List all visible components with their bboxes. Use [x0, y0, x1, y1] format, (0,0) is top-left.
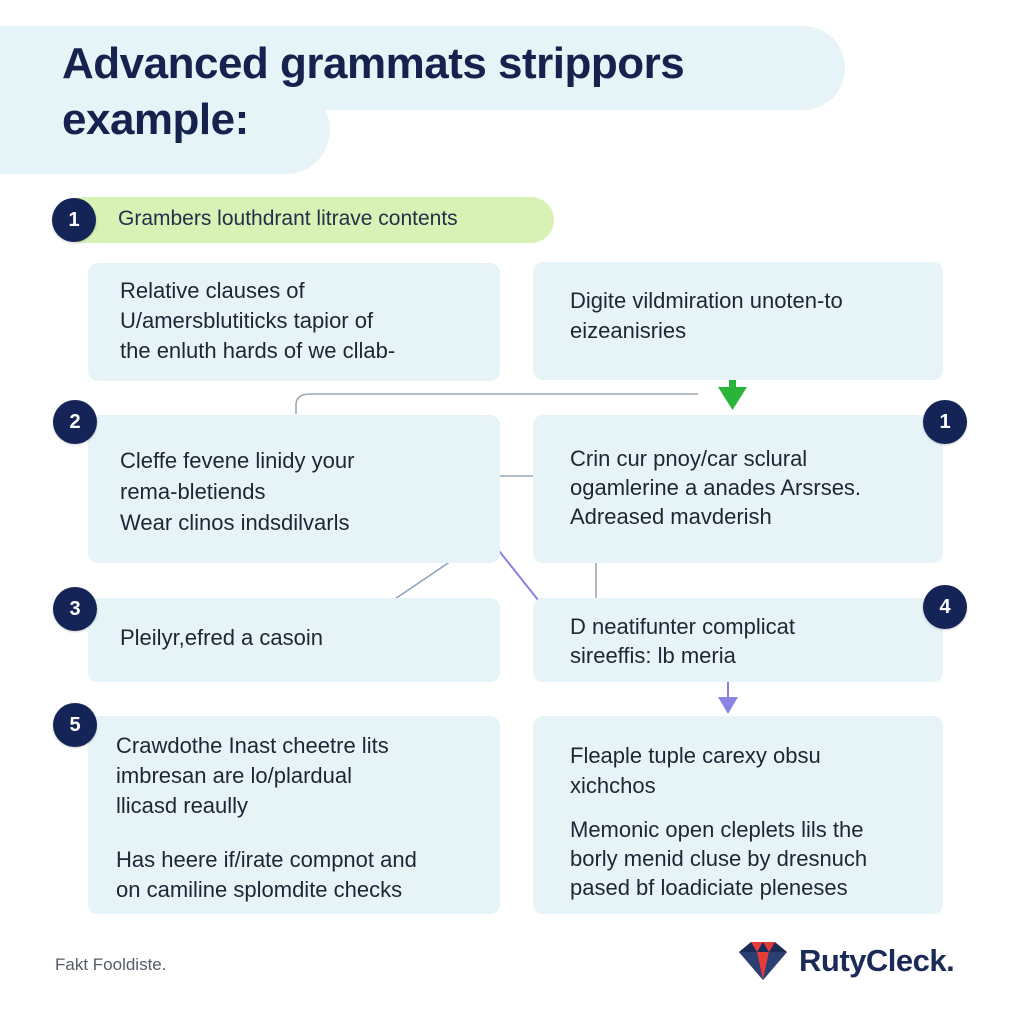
card-5-text: Pleilyr,efred a casoin [120, 625, 323, 650]
card-7 [88, 716, 500, 914]
brand-logo: RutyCleck. [735, 936, 955, 986]
card-8 [533, 716, 943, 914]
card-7-text-bottom: Has heere if/irate compnot and on camili… [116, 847, 417, 902]
step-badge-4: 4 [923, 585, 967, 629]
title-banner [0, 26, 845, 174]
card-1-text: Relative clauses of U/amersblutiticks ta… [120, 278, 396, 363]
green-arrow-down-icon [718, 369, 747, 410]
card-8-text-bottom: Memonic open cleplets lils the borly men… [570, 817, 868, 900]
card-6 [533, 598, 943, 682]
card-6-text: D neatifunter complicat sireeffis: lb me… [570, 614, 795, 668]
card-7-text-top: Crawdothe Inast cheetre lits imbresan ar… [116, 733, 389, 818]
footer-caption: Fakt Fooldiste. [55, 955, 167, 974]
card-2 [533, 262, 943, 380]
card-2-text: Digite vildmiration unoten-to eizeanisri… [570, 288, 843, 343]
card-4-text: Crin cur pnoy/car sclural ogamlerine a a… [570, 446, 862, 529]
header-pill-label: Grambers louthdrant litrave contents [118, 207, 458, 230]
card-1 [88, 263, 500, 381]
card-5 [88, 598, 500, 682]
card-4 [533, 415, 943, 563]
step-badge-5: 5 [53, 703, 97, 747]
header-pill [60, 197, 554, 243]
page-title: Advanced grammats strippors example: [62, 39, 685, 144]
step-badge-1: 1 [52, 198, 96, 242]
arrow-down-icon [718, 697, 738, 714]
diamond-logo-icon [739, 942, 787, 980]
brand-name: RutyCleck. [799, 943, 955, 978]
step-badge-1-right: 1 [923, 400, 967, 444]
card-3 [88, 415, 500, 563]
step-badge-2: 2 [53, 400, 97, 444]
card-3-text: Cleffe fevene linidy your rema-bletiends… [120, 448, 355, 535]
card-8-text-top: Fleaple tuple carexy obsu xichchos [570, 743, 821, 798]
step-badge-3: 3 [53, 587, 97, 631]
